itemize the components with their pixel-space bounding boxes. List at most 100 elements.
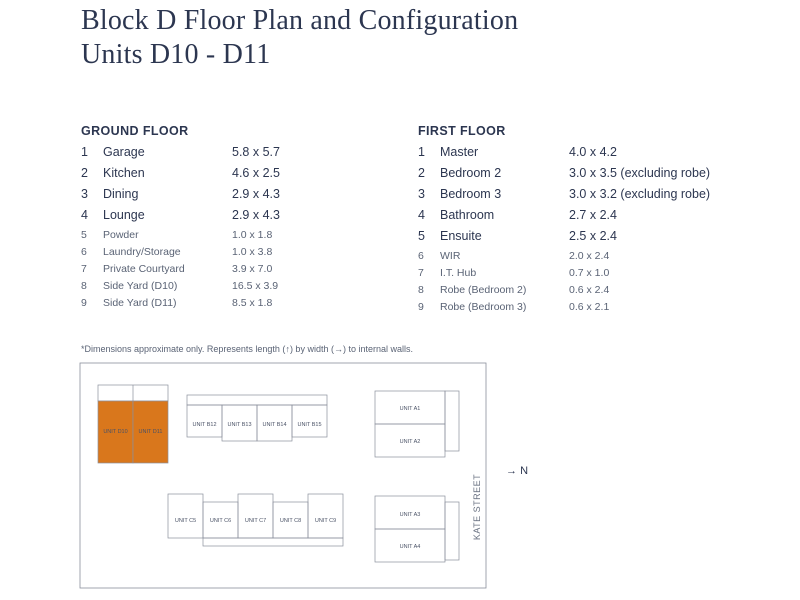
room-number: 3: [418, 187, 425, 201]
dimensions-footnote: *Dimensions approximate only. Represents…: [81, 344, 413, 354]
unit-a1-label: UNIT A1: [400, 406, 421, 412]
unit-a2-label: UNIT A2: [400, 439, 421, 445]
first-floor-heading: FIRST FLOOR: [418, 124, 506, 138]
room-number: 4: [81, 208, 88, 222]
unit-a3-label: UNIT A3: [400, 512, 421, 518]
room-number: 5: [418, 229, 425, 243]
north-indicator: → N: [506, 465, 528, 477]
room-row: 1 Master 4.0 x 4.2: [418, 145, 758, 166]
unit-c7-label: UNIT C7: [245, 518, 266, 524]
unit-d11-label: UNIT D11: [139, 429, 163, 435]
room-dimensions: 3.9 x 7.0: [232, 263, 273, 275]
block-c: UNIT C5 UNIT C6 UNIT C7 UNIT C8 UNIT C9: [167, 493, 344, 547]
block-d: UNIT D10 UNIT D11: [97, 384, 169, 464]
block-a: UNIT A1 UNIT A2 UNIT A3 UNIT A4: [374, 390, 460, 563]
room-number: 9: [81, 297, 87, 309]
footnote-text-1: *Dimensions approximate only. Represents…: [81, 344, 286, 354]
unit-c9-label: UNIT C9: [315, 518, 336, 524]
room-number: 8: [81, 280, 87, 292]
room-dimensions: 16.5 x 3.9: [232, 280, 279, 292]
room-name: Bedroom 2: [440, 166, 502, 180]
room-number: 6: [418, 250, 424, 262]
room-row: 4 Bathroom 2.7 x 2.4: [418, 208, 758, 229]
unit-b13-label: UNIT B13: [227, 422, 251, 428]
room-name: Side Yard (D10): [103, 280, 178, 292]
room-name: Private Courtyard: [103, 263, 185, 275]
room-dimensions: 0.6 x 2.1: [569, 301, 610, 313]
room-dimensions: 3.0 x 3.2 (excluding robe): [569, 187, 711, 201]
room-row: 7 I.T. Hub 0.7 x 1.0: [418, 267, 758, 284]
site-plan: UNIT D10 UNIT D11 UNIT B12 UNIT B13 UNIT…: [79, 362, 487, 589]
title-line-2: Units D10 - D11: [81, 39, 271, 70]
room-row: 6 WIR 2.0 x 2.4: [418, 250, 758, 267]
room-dimensions: 1.0 x 3.8: [232, 246, 273, 258]
unit-d10-label: UNIT D10: [103, 429, 127, 435]
room-name: Dining: [103, 187, 139, 201]
unit-b14-label: UNIT B14: [262, 422, 286, 428]
room-name: Bedroom 3: [440, 187, 502, 201]
title-line-1: Block D Floor Plan and Configuration: [81, 5, 519, 36]
room-name: Kitchen: [103, 166, 145, 180]
room-name: Ensuite: [440, 229, 482, 243]
room-number: 7: [81, 263, 87, 275]
room-number: 6: [81, 246, 87, 258]
room-name: WIR: [440, 250, 461, 262]
room-dimensions: 2.9 x 4.3: [232, 187, 280, 201]
room-row: 9 Robe (Bedroom 3) 0.6 x 2.1: [418, 301, 758, 318]
first-floor-section: FIRST FLOOR 1 Master 4.0 x 4.2 2 Bedroom 2 3.…: [418, 124, 758, 318]
room-number: 2: [81, 166, 88, 180]
room-dimensions: 3.0 x 3.5 (excluding robe): [569, 166, 711, 180]
room-dimensions: 0.7 x 1.0: [569, 267, 610, 279]
room-dimensions: 2.9 x 4.3: [232, 208, 280, 222]
room-number: 4: [418, 208, 425, 222]
room-number: 7: [418, 267, 424, 279]
footnote-text-3: ) to internal walls.: [342, 344, 413, 354]
unit-d10-highlight: [97, 400, 134, 464]
room-number: 9: [418, 301, 424, 313]
room-dimensions: 5.8 x 5.7: [232, 145, 280, 159]
room-dimensions: 2.7 x 2.4: [569, 208, 617, 222]
room-dimensions: 4.0 x 4.2: [569, 145, 617, 159]
unit-b15-label: UNIT B15: [297, 422, 321, 428]
room-dimensions: 0.6 x 2.4: [569, 284, 610, 296]
room-name: Laundry/Storage: [103, 246, 181, 258]
length-arrow-icon: ↑: [285, 344, 290, 354]
room-row: 2 Bedroom 2 3.0 x 3.5 (excluding robe): [418, 166, 758, 187]
north-arrow-icon: →: [506, 465, 517, 477]
room-name: Garage: [103, 145, 145, 159]
first-floor-room-list: 1 Master 4.0 x 4.2 2 Bedroom 2 3.0 x 3.5 (exc…: [418, 145, 758, 318]
room-row: 6 Laundry/Storage 1.0 x 3.8: [81, 246, 381, 263]
unit-c8-label: UNIT C8: [280, 518, 301, 524]
unit-d11-highlight: [132, 400, 169, 464]
room-name: Robe (Bedroom 3): [440, 301, 527, 313]
room-dimensions: 2.0 x 2.4: [569, 250, 610, 262]
room-number: 8: [418, 284, 424, 296]
site-boundary: [79, 362, 487, 589]
room-number: 2: [418, 166, 425, 180]
room-name: Side Yard (D11): [103, 297, 177, 309]
page-title: Block D Floor Plan and Configuration Uni…: [81, 4, 518, 72]
room-name: Bathroom: [440, 208, 495, 222]
unit-c5-label: UNIT C5: [175, 518, 196, 524]
room-number: 5: [81, 229, 87, 241]
room-number: 1: [418, 145, 425, 159]
unit-a4-label: UNIT A4: [400, 544, 421, 550]
street-label: KATE STREET: [472, 474, 482, 540]
room-row: 4 Lounge 2.9 x 4.3: [81, 208, 381, 229]
unit-c6-label: UNIT C6: [210, 518, 231, 524]
room-name: I.T. Hub: [440, 267, 477, 279]
room-dimensions: 8.5 x 1.8: [232, 297, 273, 309]
room-name: Lounge: [103, 208, 145, 222]
room-name: Master: [440, 145, 479, 159]
north-label: N: [520, 465, 529, 477]
ground-floor-heading: GROUND FLOOR: [81, 124, 189, 138]
block-b: UNIT B12 UNIT B13 UNIT B14 UNIT B15: [186, 394, 328, 442]
room-dimensions: 1.0 x 1.8: [232, 229, 273, 241]
